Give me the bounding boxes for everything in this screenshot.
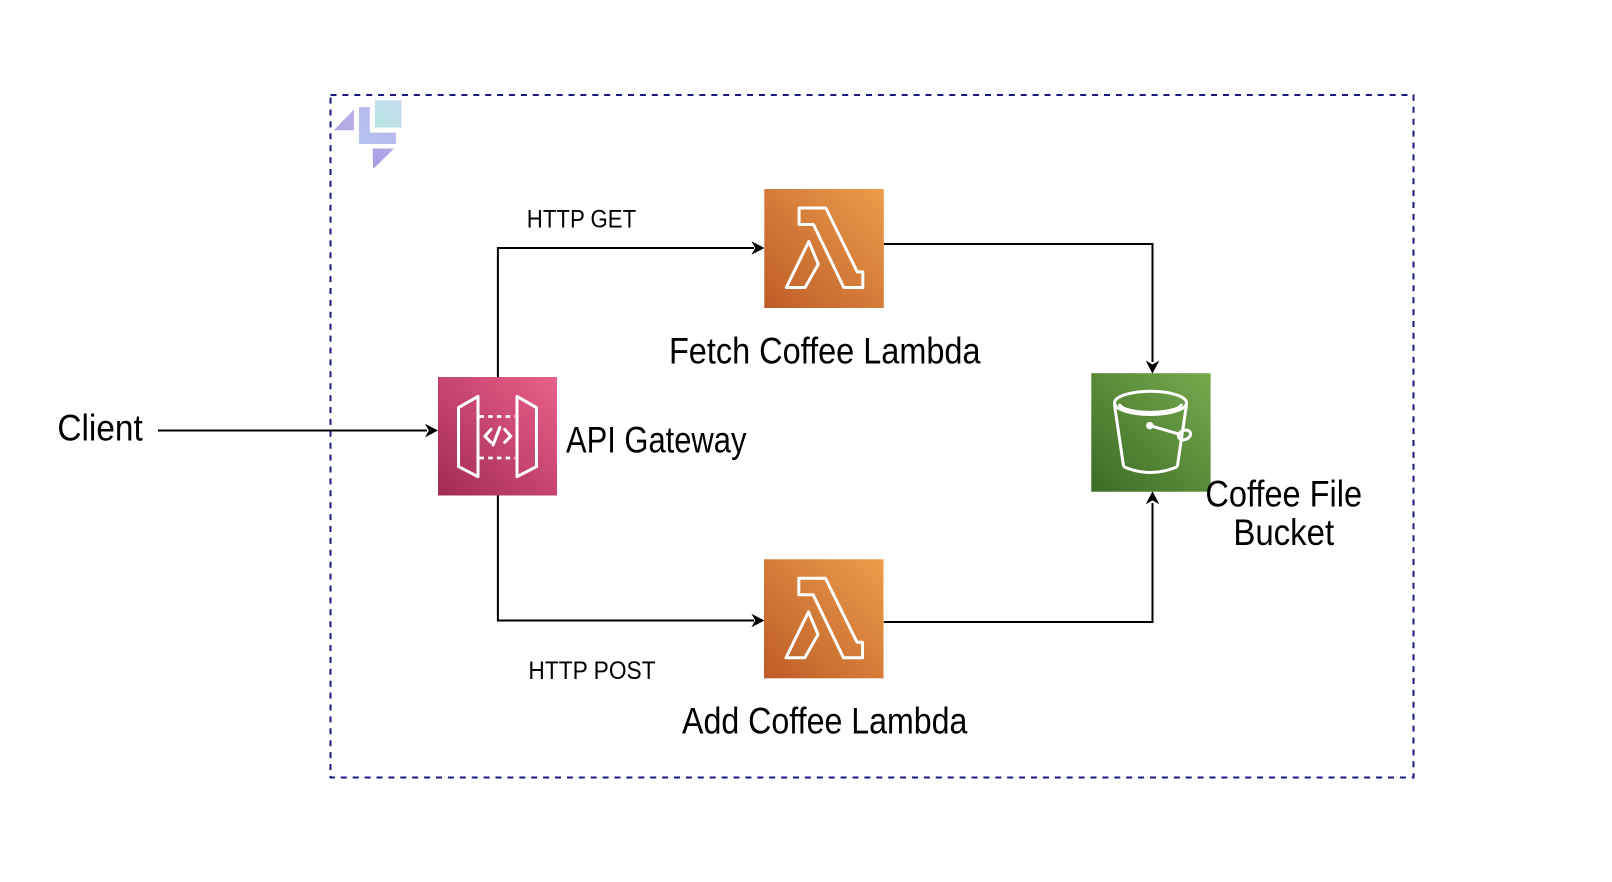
svg-text:HTTP GET: HTTP GET — [527, 205, 636, 233]
svg-text:HTTP POST: HTTP POST — [528, 657, 655, 685]
svg-text:Coffee File: Coffee File — [1205, 474, 1362, 515]
svg-text:Bucket: Bucket — [1233, 512, 1334, 553]
svg-text:Fetch Coffee Lambda: Fetch Coffee Lambda — [669, 331, 981, 372]
svg-text:API Gateway: API Gateway — [566, 419, 747, 460]
svg-text:Add Coffee Lambda: Add Coffee Lambda — [682, 701, 968, 742]
svg-text:Client: Client — [57, 408, 143, 449]
